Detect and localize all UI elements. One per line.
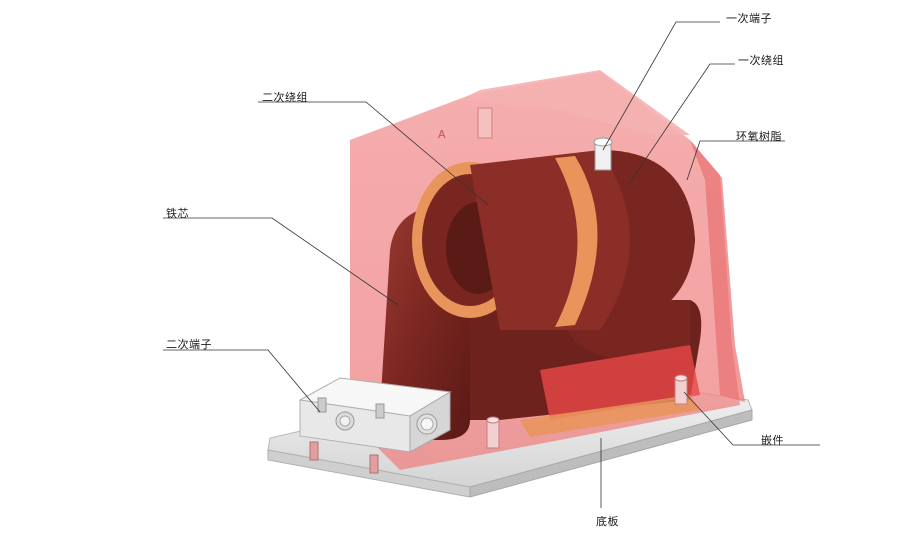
leader-secondary-terminal: [163, 349, 321, 413]
inserts: [486, 374, 688, 449]
primary-winding: [470, 150, 695, 330]
marking-a: A: [438, 128, 446, 141]
insert-post-2: [674, 377, 688, 405]
label-base-plate: 底板: [596, 515, 619, 528]
label-secondary-terminal: 二次端子: [166, 338, 212, 351]
label-primary-winding: 一次绕组: [738, 54, 784, 67]
base-channel: [520, 345, 700, 437]
label-secondary-winding: 二次绕组: [262, 91, 308, 104]
primary-terminal: [477, 107, 613, 171]
leader-lines: [163, 21, 820, 508]
label-insert: 嵌件: [761, 434, 784, 447]
leader-core: [163, 217, 399, 306]
insert-post-1: [486, 419, 500, 449]
secondary-terminal-block: [298, 377, 452, 474]
label-iron-core: 铁芯: [166, 207, 189, 220]
leader-insert: [683, 391, 820, 446]
leader-primary-terminal: [602, 21, 720, 151]
leader-epoxy: [686, 140, 785, 181]
label-primary-terminal: 一次端子: [726, 12, 772, 25]
leader-primary-winding: [627, 63, 735, 186]
leader-secondary-winding: [258, 101, 489, 206]
label-epoxy-resin: 环氧树脂: [736, 130, 782, 143]
